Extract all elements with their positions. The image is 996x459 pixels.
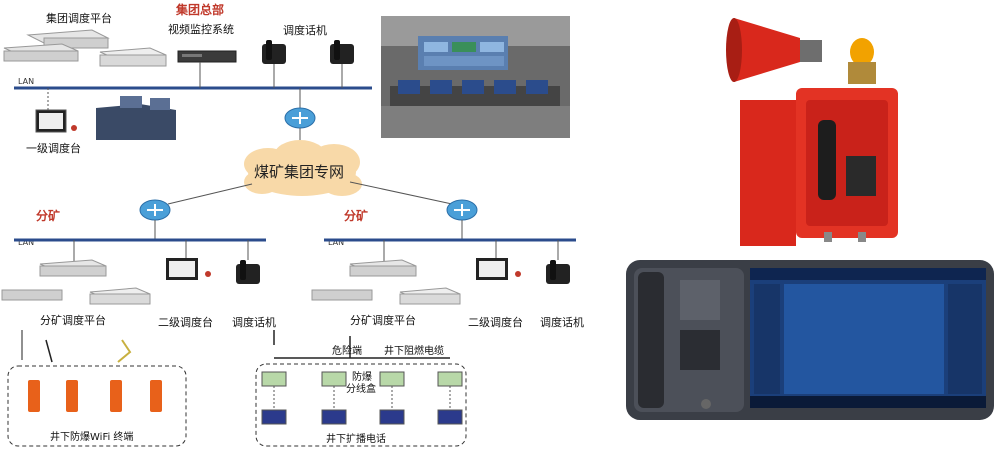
left-server-1-icon	[39, 259, 107, 277]
hq-phone-1-icon	[262, 40, 286, 64]
right-server-2-icon	[311, 289, 373, 301]
left-lan-label: LAN	[18, 238, 34, 247]
hq-video-system-label: 视频监控系统	[168, 22, 234, 36]
right-server-3-icon	[399, 287, 461, 305]
private-network-cloud	[244, 140, 362, 196]
warning-light-icon	[848, 38, 876, 84]
right-phone-label: 调度话机	[540, 315, 584, 329]
control-room-photo	[381, 16, 570, 138]
video-system-icon	[177, 50, 237, 63]
wifi-terminal-icon	[28, 380, 162, 412]
hq-dispatch-phone-label: 调度话机	[283, 23, 327, 37]
left-platform-label: 分矿调度平台	[40, 313, 106, 327]
left-server-3-icon	[89, 287, 151, 305]
hq-console-desk-icon	[96, 96, 176, 140]
danger-end-label: 危险端	[332, 344, 362, 357]
right-console-monitor-icon	[476, 258, 521, 280]
hq-console-level1-label: 一级调度台	[26, 141, 81, 155]
hq-phone-2-icon	[330, 40, 354, 64]
wifi-group-label: 井下防爆WiFi 终端	[50, 430, 133, 443]
junction-box-label-2: 分线盒	[346, 382, 376, 395]
right-lan-label: LAN	[328, 238, 344, 247]
telephone-box-icon	[740, 88, 898, 246]
broadcast-speaker-icon	[261, 386, 463, 425]
broadcast-phone-group	[255, 363, 467, 447]
junction-box-label-1: 防爆	[352, 370, 372, 383]
left-phone-label: 调度话机	[232, 315, 276, 329]
hq-server-1-icon	[26, 29, 110, 49]
cloud-label: 煤矿集团专网	[254, 163, 344, 181]
hq-lan-label: LAN	[18, 77, 34, 86]
left-console-monitor-icon	[166, 258, 211, 280]
left-phone-icon	[236, 260, 260, 284]
left-server-2-icon	[1, 289, 63, 301]
hq-server-2-icon	[3, 43, 79, 62]
hq-title: 集团总部	[175, 2, 224, 17]
right-router-icon	[446, 199, 478, 221]
right-branch-title: 分矿	[344, 208, 368, 223]
dispatch-console-icon	[626, 260, 994, 420]
hq-router-icon	[284, 107, 316, 129]
broadcast-group-label: 井下扩播电话	[326, 432, 386, 445]
right-console-level2-label: 二级调度台	[468, 315, 523, 329]
right-platform-label: 分矿调度平台	[350, 313, 416, 327]
left-branch-title: 分矿	[36, 208, 60, 223]
hq-dispatch-platform-label: 集团调度平台	[46, 11, 112, 25]
horn-speaker-icon	[726, 18, 822, 82]
hq-server-3-icon	[99, 47, 167, 67]
left-console-level2-label: 二级调度台	[158, 315, 213, 329]
right-server-1-icon	[349, 259, 417, 277]
right-phone-icon	[546, 260, 570, 284]
cable-label: 井下阻燃电缆	[384, 344, 444, 357]
wifi-terminal-group	[7, 365, 187, 447]
left-router-icon	[139, 199, 171, 221]
hq-console-monitor-icon	[35, 109, 77, 133]
